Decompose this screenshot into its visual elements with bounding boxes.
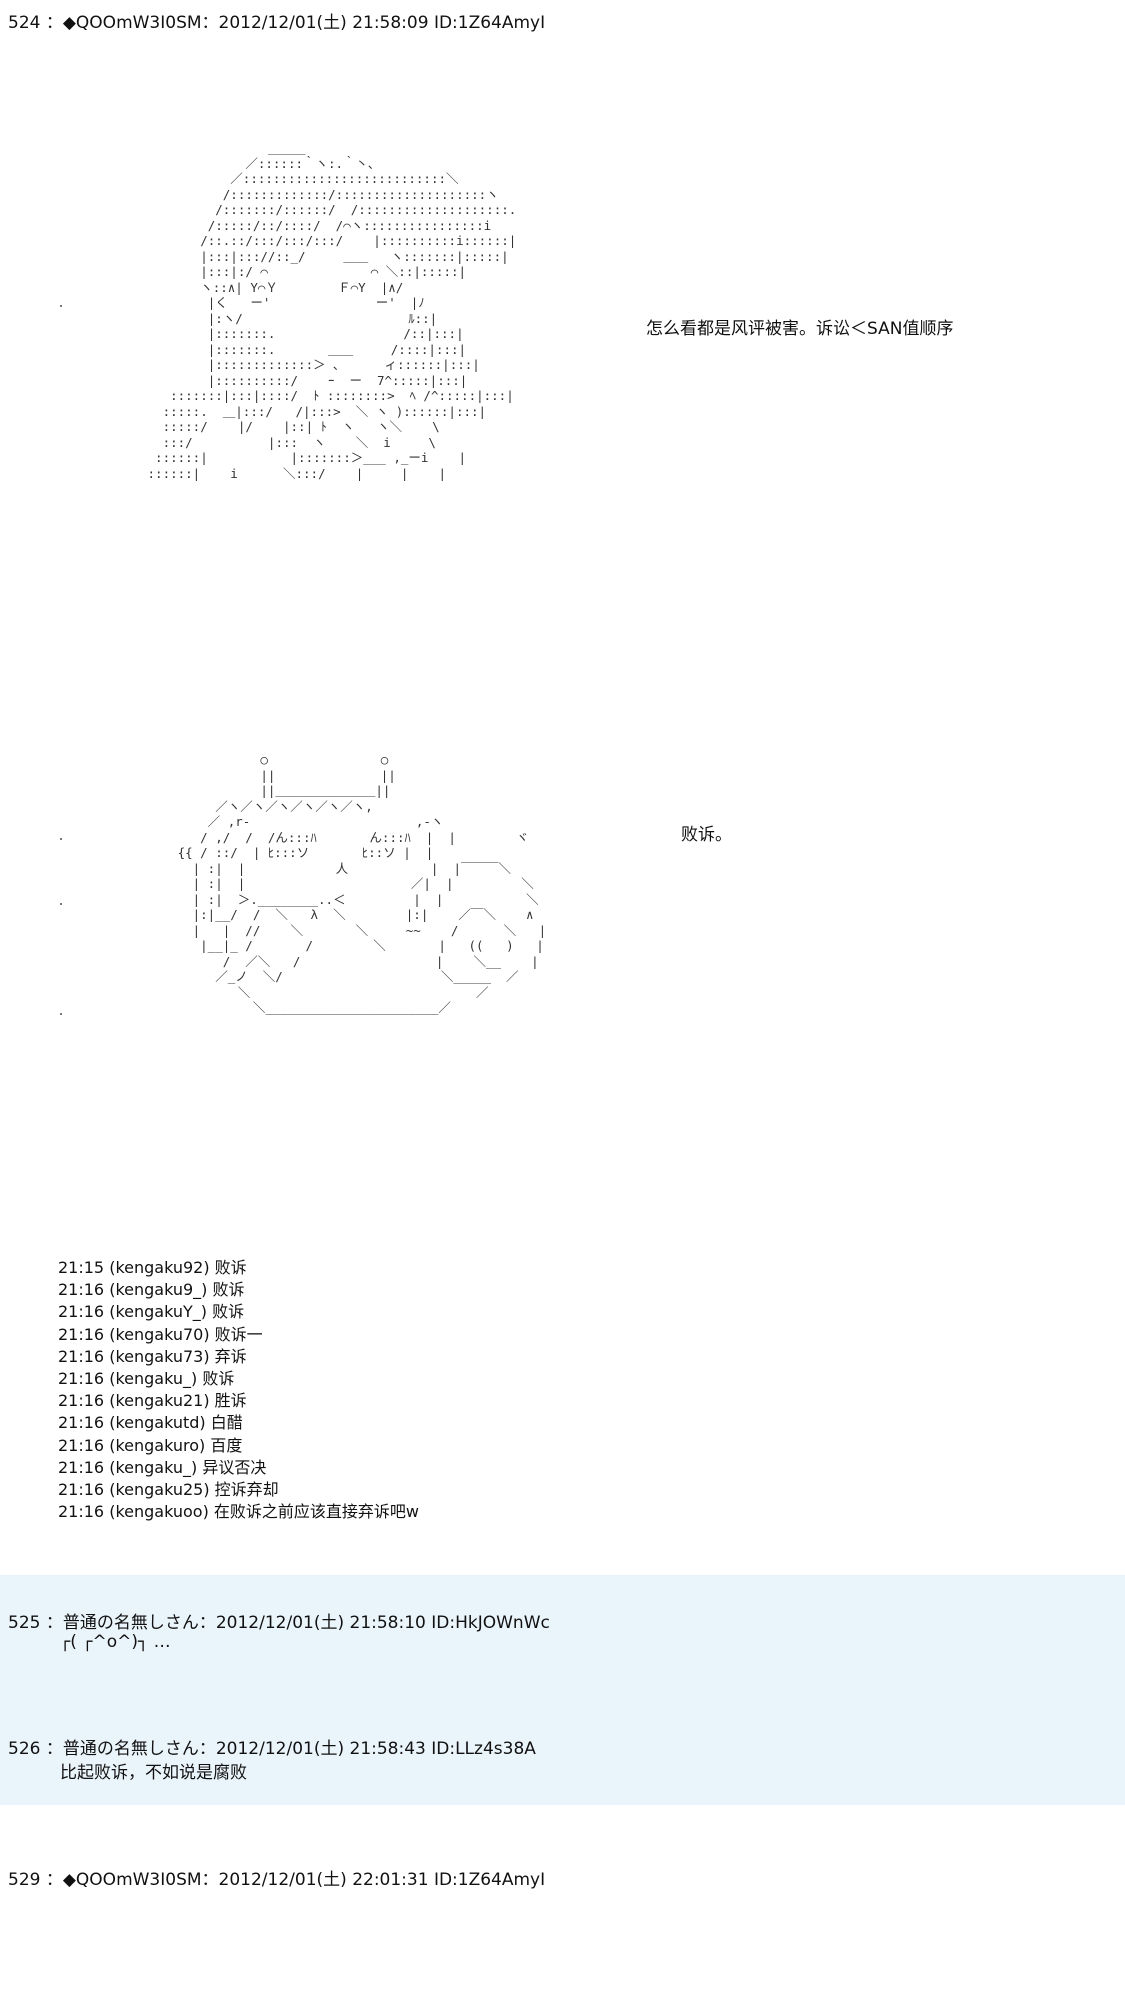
post-526: 526 ：普通の名無しさん：2012/12/01(土) 21:58:43 ID:… [0,1690,1125,1805]
post-525: 525 ：普通の名無しさん：2012/12/01(土) 21:58:10 ID:… [0,1575,1125,1690]
post-header: 529 ：◆QOOmW3I0SM：2012/12/01(土) 22:01:31 … [8,1870,546,1890]
log-line: 21:16 (kengakutd) 白醋 [58,1413,243,1433]
art-caption: 怎么看都是风评被害。诉讼＜SAN值顺序 [646,319,954,339]
post-529: 529 ：◆QOOmW3I0SM：2012/12/01(土) 22:01:31 … [0,1805,1125,2000]
post-header: 525 ：普通の名無しさん：2012/12/01(土) 21:58:10 ID:… [8,1613,550,1633]
divider-dot [60,305,62,307]
log-line: 21:16 (kengaku70) 败诉一 [58,1324,263,1344]
post-524: 524 ：◆QOOmW3I0SM：2012/12/01(土) 21:58:09 … [8,13,954,1523]
post-header: 524 ：◆QOOmW3I0SM：2012/12/01(土) 21:58:09 … [8,13,546,33]
log-line: 21:16 (kengakuro) 百度 [58,1435,243,1455]
log-line: 21:16 (kengakuY_) 败诉 [58,1302,245,1322]
ascii-art-girl: _____ ／::::::｀ヽ:.｀丶､ ／::::::::::::::::::… [147,140,517,481]
log-line: 21:15 (kengaku92) 败诉 [58,1258,247,1277]
log-line: 21:16 (kengaku9_) 败诉 [58,1280,245,1300]
post-body: ┌( ┌^o^)┐ … [60,1632,171,1652]
ascii-art-creature: ○ ○ || || ||＿＿＿＿＿＿＿＿|| ／ヽ／ヽ／ヽ／ヽ／ヽ／ヽ, ／ ,… [177,752,547,1015]
log-line: 21:16 (kengaku73) 弃诉 [58,1346,247,1366]
log-line: 21:16 (kengaku_) 败诉 [58,1369,235,1389]
divider-dot [60,1013,62,1015]
art-caption: 败诉。 [681,825,732,845]
log-line: 21:16 (kengaku25) 控诉弃却 [58,1480,279,1500]
post-body: 比起败诉，不如说是腐败 [60,1763,247,1783]
log-line: 21:16 (kengaku_) 异议否决 [58,1457,267,1477]
divider-dot [60,903,62,905]
log-line: 21:16 (kengaku21) 胜诉 [58,1391,247,1411]
post-header: 526 ：普通の名無しさん：2012/12/01(土) 21:58:43 ID:… [8,1739,536,1759]
divider-dot [60,838,62,840]
chat-log: 21:15 (kengaku92) 败诉 21:16 (kengaku9_) 败… [58,1257,419,1523]
log-line: 21:16 (kengakuoo) 在败诉之前应该直接弃诉吧w [58,1502,419,1522]
